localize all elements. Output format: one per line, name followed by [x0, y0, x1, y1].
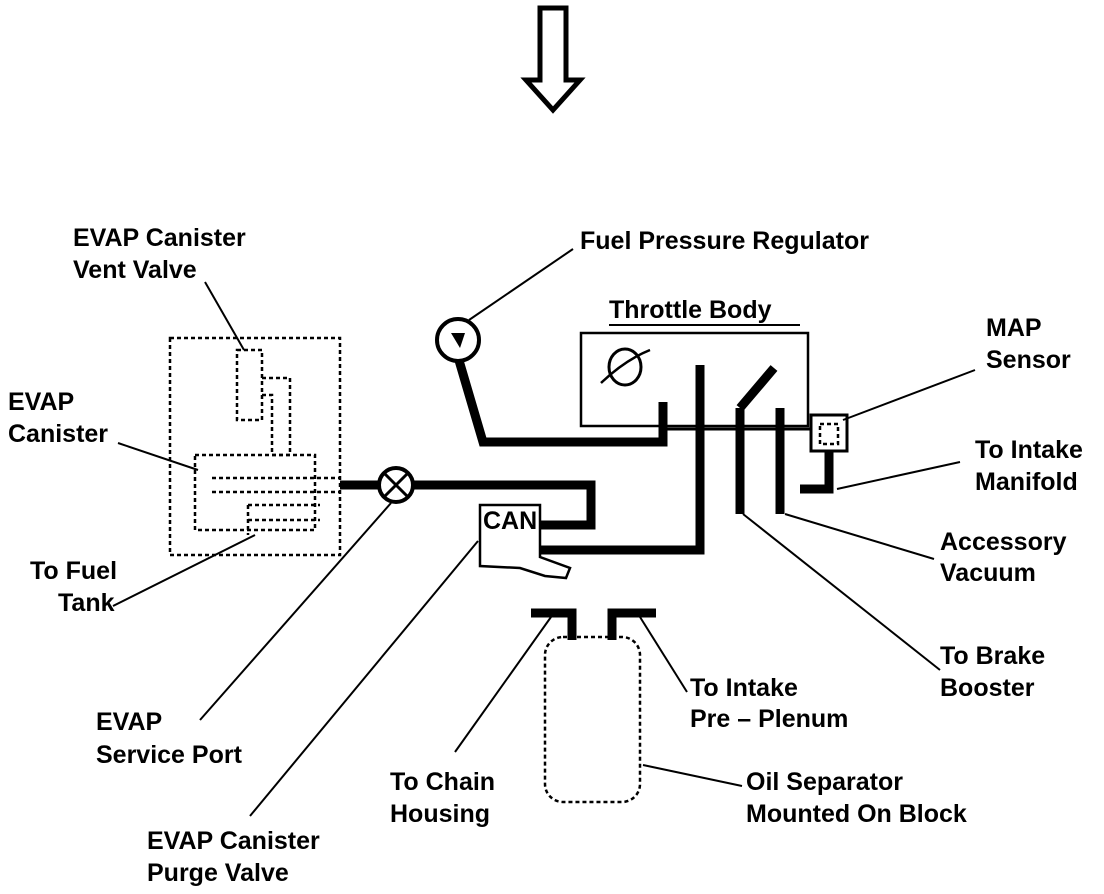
label-chain-housing-line1: To Chain: [390, 768, 495, 796]
purge-valve-symbol: [478, 503, 572, 580]
labels: EVAP Canister Vent Valve EVAP Canister T…: [8, 224, 1083, 887]
label-oil-separator-line2: Mounted On Block: [746, 800, 967, 828]
oil-separator-symbol: [543, 635, 642, 804]
leader-lines: [112, 248, 976, 817]
label-fuel-tank-line2: Tank: [58, 589, 115, 617]
label-vent-valve-line1: EVAP Canister: [73, 224, 246, 252]
label-service-port-line1: EVAP: [96, 708, 162, 736]
evap-canister-assembly: [168, 336, 342, 557]
label-fuel-tank-line1: To Fuel: [30, 557, 117, 585]
label-oil-separator-line1: Oil Separator: [746, 768, 903, 796]
fuel-pressure-regulator-symbol: [435, 317, 481, 363]
label-map-sensor-line1: MAP: [986, 314, 1042, 342]
label-service-port-line2: Service Port: [96, 741, 243, 769]
label-pre-plenum-line2: Pre – Plenum: [690, 705, 848, 733]
label-purge-valve-line2: Purge Valve: [147, 859, 289, 887]
label-vent-valve-line2: Vent Valve: [73, 256, 197, 284]
label-intake-manifold-line1: To Intake: [975, 436, 1083, 464]
label-accessory-vacuum-line1: Accessory: [940, 528, 1067, 556]
label-chain-housing-line2: Housing: [390, 800, 490, 828]
label-intake-manifold-line2: Manifold: [975, 468, 1078, 496]
label-accessory-vacuum-line2: Vacuum: [940, 559, 1036, 587]
label-map-sensor-line2: Sensor: [986, 346, 1071, 374]
label-pre-plenum-line1: To Intake: [690, 674, 798, 702]
label-throttle-body: Throttle Body: [609, 296, 772, 324]
vacuum-hoses: [340, 355, 834, 640]
map-sensor-symbol: [809, 413, 849, 453]
label-canister-line2: Canister: [8, 420, 108, 448]
label-brake-booster-line2: Booster: [940, 674, 1035, 702]
label-brake-booster-line1: To Brake: [940, 642, 1045, 670]
label-purge-valve-line1: EVAP Canister: [147, 827, 320, 855]
throttle-body-symbol: [579, 331, 811, 431]
direction-arrow: [520, 5, 586, 114]
label-canister-line1: EVAP: [8, 388, 74, 416]
label-fuel-pressure-regulator: Fuel Pressure Regulator: [580, 227, 869, 255]
label-can: CAN: [483, 507, 537, 535]
service-port-symbol: [377, 466, 415, 504]
